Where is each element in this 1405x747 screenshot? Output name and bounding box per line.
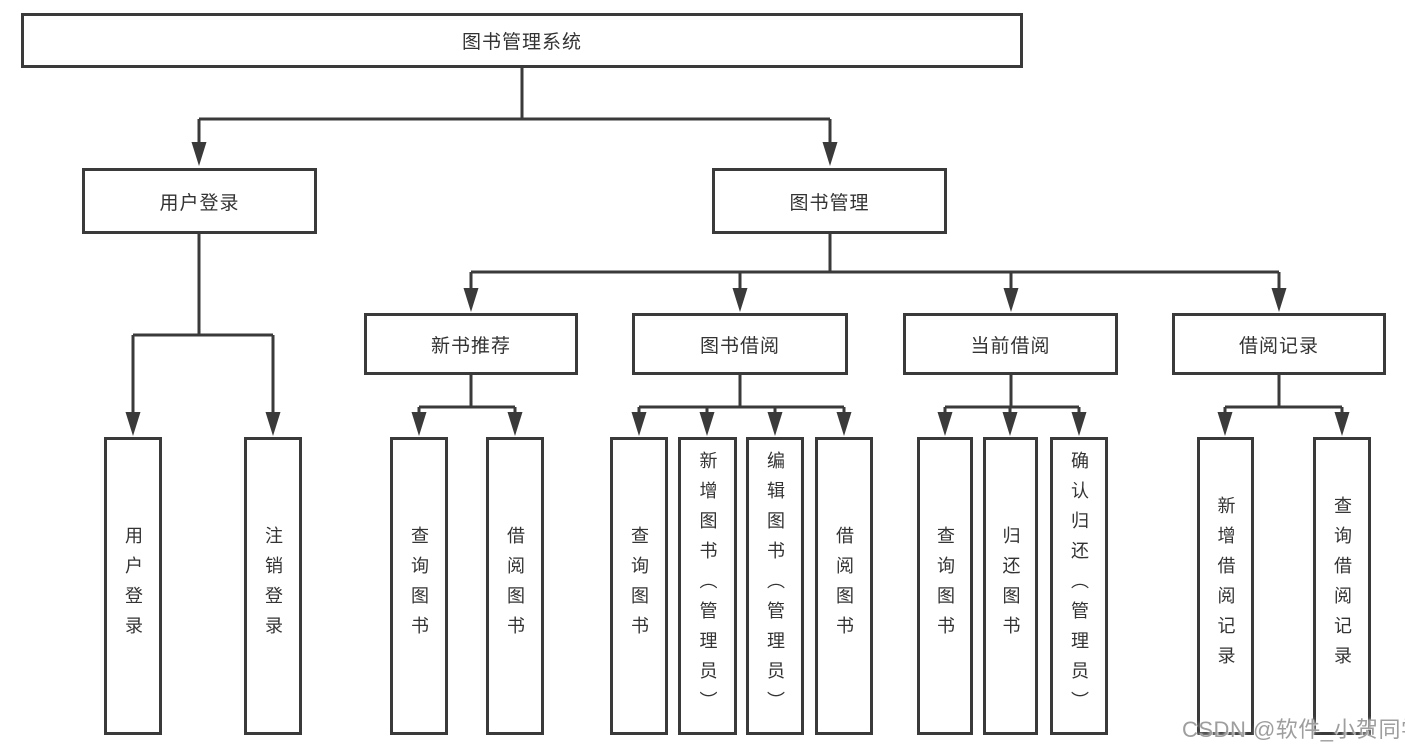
node-label: 借阅记录 bbox=[1238, 335, 1319, 357]
node-label: 图书管理 bbox=[789, 192, 870, 214]
node-label: 用户登录 bbox=[159, 192, 240, 214]
node-label: 当前借阅 bbox=[970, 335, 1051, 357]
node-library-system: 图书管理系统 bbox=[21, 13, 1023, 68]
node-current-borrow: 当前借阅 bbox=[903, 313, 1118, 375]
connector-lines bbox=[131, 68, 1344, 414]
node-borrow-records: 借阅记录 bbox=[1172, 313, 1386, 375]
leaf-label: 新增图书（管理员） bbox=[697, 451, 718, 721]
leaf-query-books-recommend: 查询图书 bbox=[390, 437, 448, 735]
csdn-watermark: CSDN @软件_小贺同学 bbox=[1182, 717, 1405, 742]
leaf-return-book: 归还图书 bbox=[983, 437, 1038, 735]
leaf-label: 借阅图书 bbox=[834, 526, 854, 646]
node-book-management: 图书管理 bbox=[712, 168, 947, 234]
leaf-borrow-books: 借阅图书 bbox=[815, 437, 873, 735]
leaf-label: 确认归还（管理员） bbox=[1069, 451, 1089, 721]
node-label: 新书推荐 bbox=[430, 335, 511, 357]
leaf-query-borrow-record: 查询借阅记录 bbox=[1313, 437, 1371, 735]
leaf-label: 归还图书 bbox=[1000, 526, 1021, 646]
leaf-user-login: 用户登录 bbox=[104, 437, 162, 735]
leaf-query-books-borrow: 查询图书 bbox=[610, 437, 668, 735]
leaf-label: 查询图书 bbox=[409, 526, 429, 646]
node-new-book-recommend: 新书推荐 bbox=[364, 313, 578, 375]
arrowhead-icons bbox=[125, 142, 1350, 436]
leaf-label: 用户登录 bbox=[123, 526, 143, 646]
leaf-edit-book-admin: 编辑图书（管理员） bbox=[746, 437, 804, 735]
leaf-query-books-current: 查询图书 bbox=[917, 437, 973, 735]
leaf-add-borrow-record: 新增借阅记录 bbox=[1197, 437, 1254, 735]
node-book-borrow: 图书借阅 bbox=[632, 313, 848, 375]
leaf-label: 查询图书 bbox=[629, 526, 649, 646]
node-label: 图书借阅 bbox=[699, 335, 780, 357]
node-label: 图书管理系统 bbox=[461, 32, 582, 53]
leaf-label: 查询图书 bbox=[935, 526, 955, 646]
leaf-confirm-return-admin: 确认归还（管理员） bbox=[1050, 437, 1108, 735]
leaf-logout: 注销登录 bbox=[244, 437, 302, 735]
leaf-label: 编辑图书（管理员） bbox=[765, 451, 785, 721]
leaf-label: 借阅图书 bbox=[505, 526, 525, 646]
leaf-add-book-admin: 新增图书（管理员） bbox=[678, 437, 737, 735]
leaf-label: 查询借阅记录 bbox=[1332, 496, 1352, 676]
leaf-label: 新增借阅记录 bbox=[1215, 496, 1236, 676]
leaf-borrow-books-recommend: 借阅图书 bbox=[486, 437, 544, 735]
node-user-login: 用户登录 bbox=[82, 168, 317, 234]
leaf-label: 注销登录 bbox=[263, 526, 283, 646]
